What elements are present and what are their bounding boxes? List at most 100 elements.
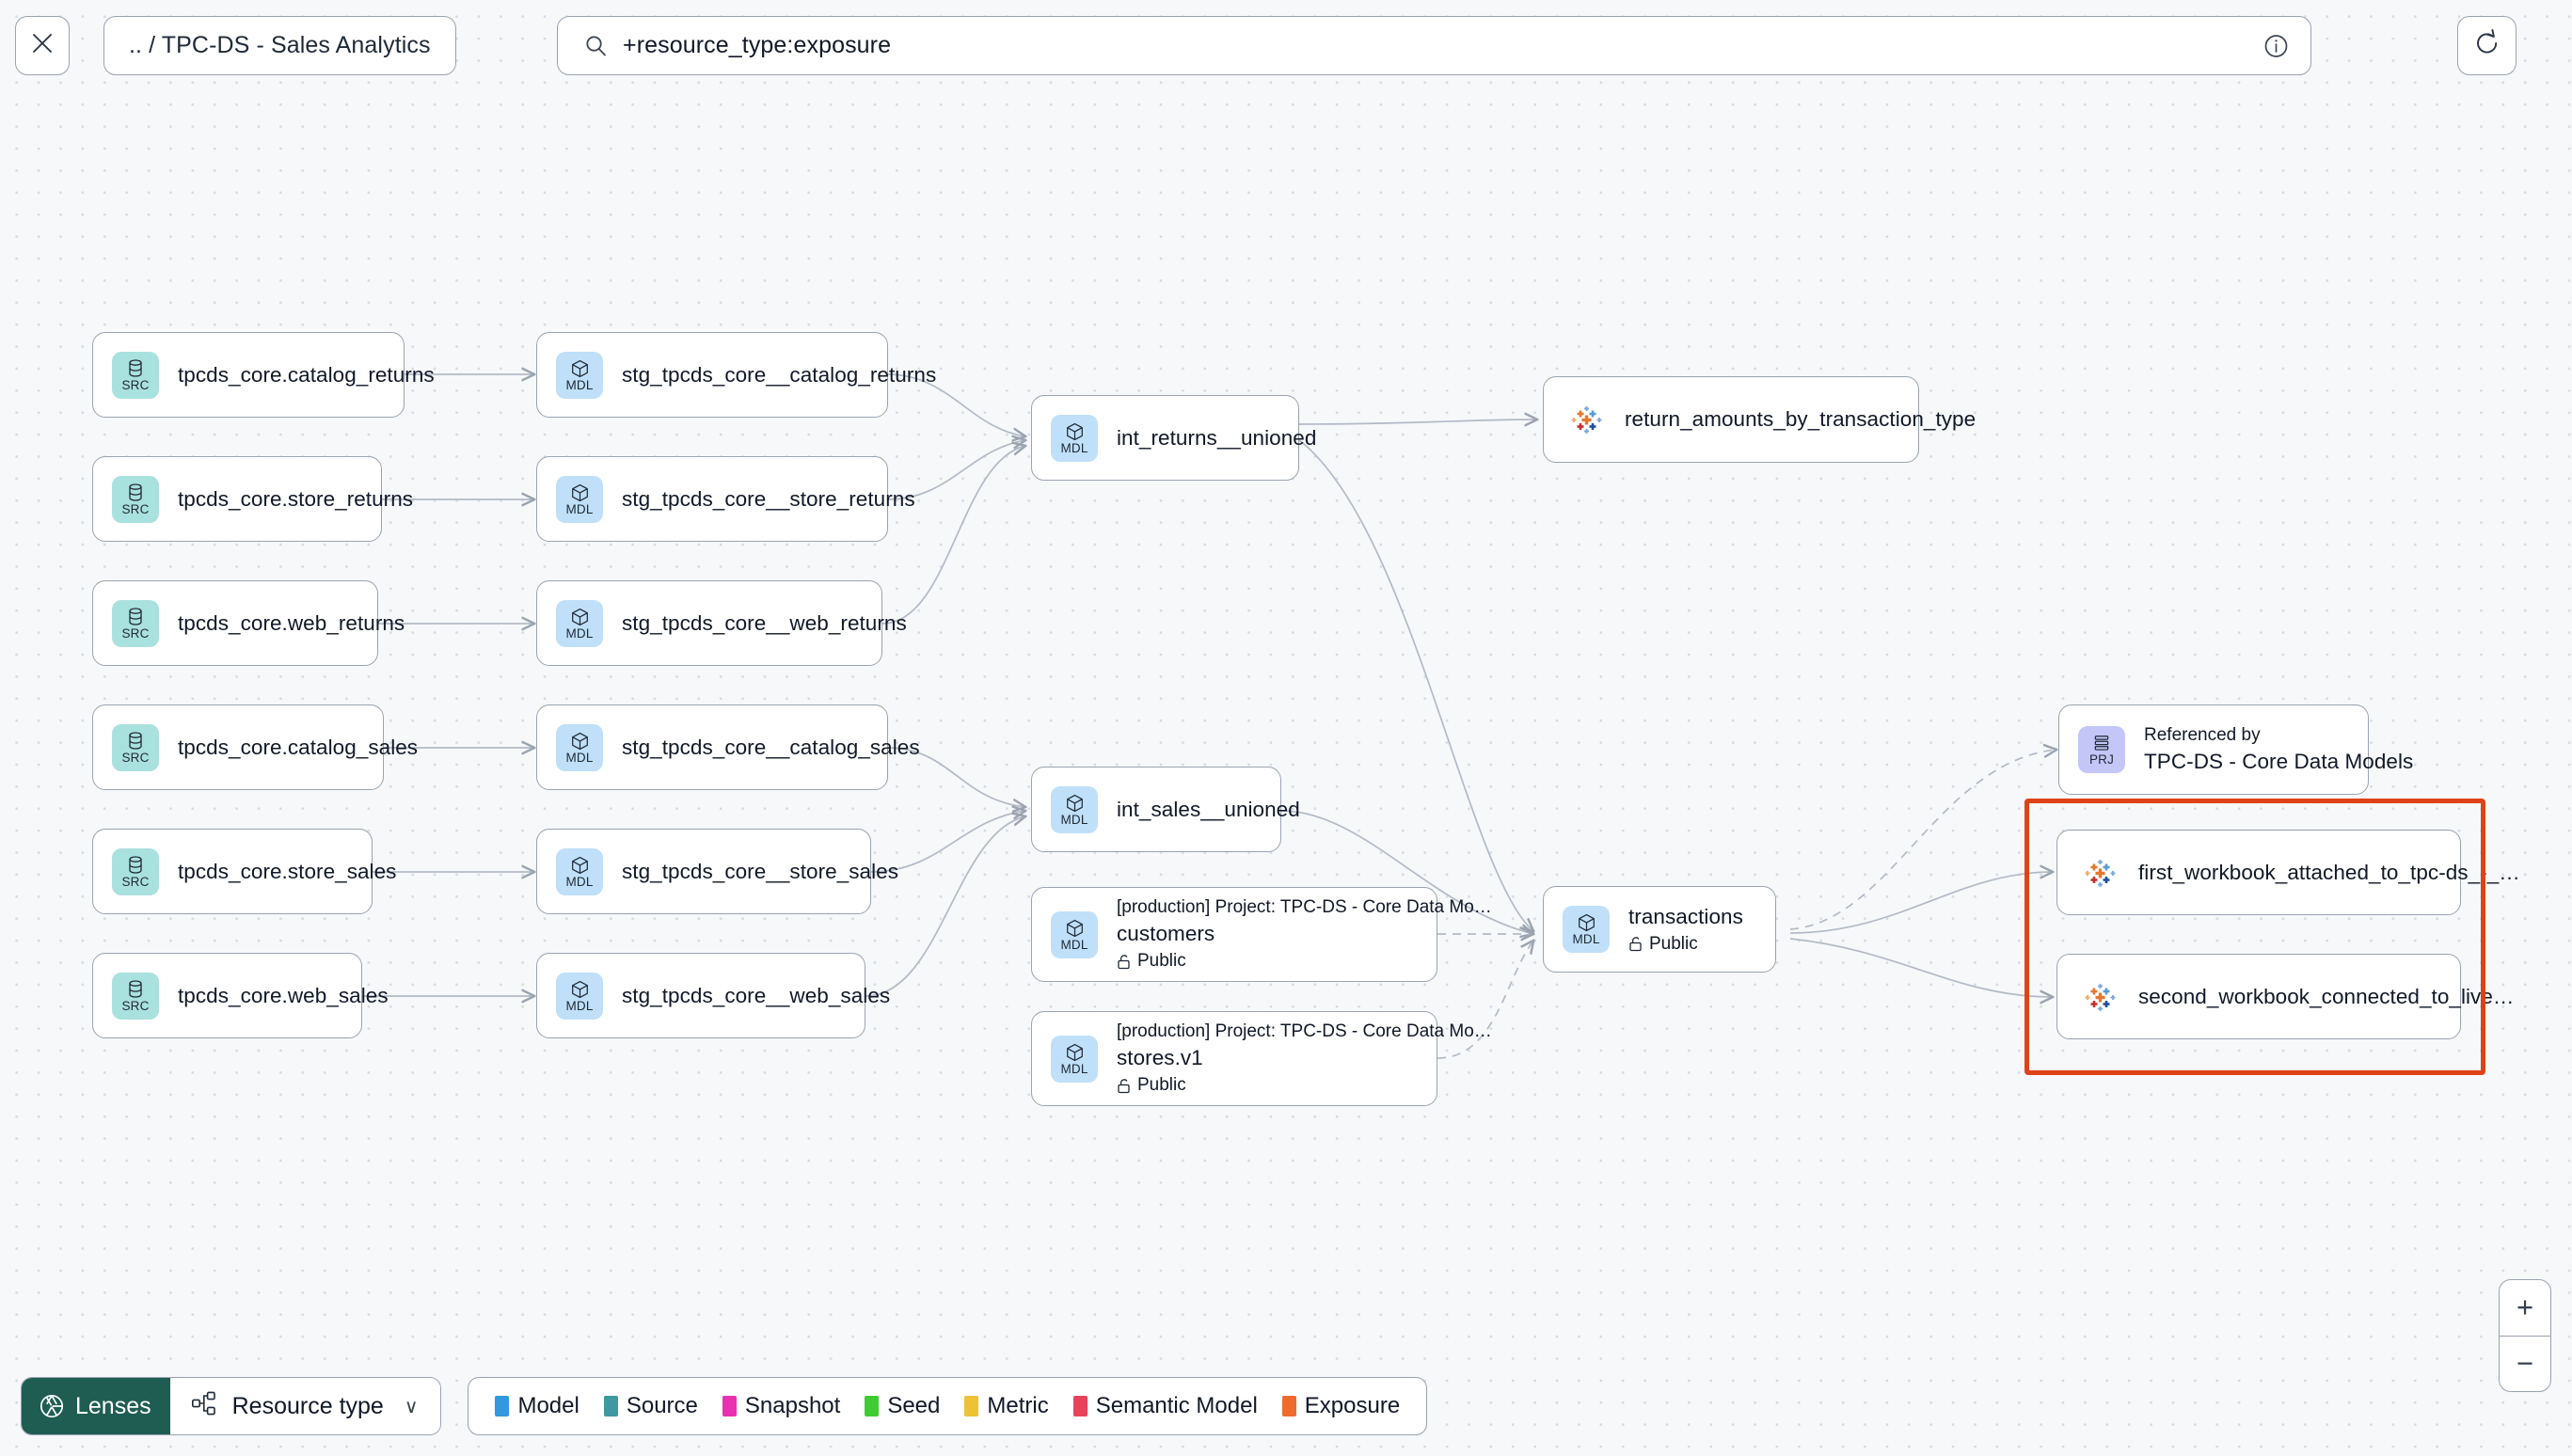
legend-item-seed[interactable]: Seed	[865, 1393, 940, 1419]
node-model[interactable]: MDL stg_tpcds_core__web_returns	[536, 580, 907, 666]
badge-label: SRC	[121, 874, 150, 889]
node-visibility: Public	[1628, 934, 1743, 955]
model-badge: MDL	[556, 972, 603, 1020]
cube-icon	[571, 732, 589, 751]
visibility-label: Public	[1649, 933, 1698, 954]
legend-item-snapshot[interactable]: Snapshot	[722, 1393, 840, 1419]
cube-icon	[1578, 913, 1596, 932]
node-semantic-model[interactable]: MDL [production] Project: TPC-DS - Core …	[1031, 1011, 1492, 1106]
model-badge: MDL	[1563, 906, 1610, 953]
source-badge: SRC	[112, 475, 159, 523]
node-subtitle: Referenced by	[2144, 725, 2261, 745]
node-model[interactable]: MDL stg_tpcds_core__catalog_sales	[536, 704, 920, 790]
unlock-icon	[1117, 954, 1131, 970]
lenses-button[interactable]: Lenses	[22, 1378, 170, 1434]
node-source[interactable]: SRC tpcds_core.catalog_returns	[92, 332, 435, 418]
cube-icon	[1066, 1043, 1084, 1062]
legend-item-exposure[interactable]: Exposure	[1281, 1393, 1400, 1419]
node-source[interactable]: SRC tpcds_core.catalog_sales	[92, 704, 418, 790]
node-title: TPC-DS - Core Data Models	[2144, 750, 2414, 773]
source-badge: SRC	[112, 972, 159, 1020]
legend-item-metric[interactable]: Metric	[964, 1393, 1049, 1419]
node-title: tpcds_core.web_sales	[178, 983, 389, 1007]
zoom-in-button[interactable]: +	[2500, 1280, 2550, 1337]
node-source[interactable]: SRC tpcds_core.web_sales	[92, 953, 389, 1038]
chevron-down-icon: ∨	[404, 1396, 419, 1417]
legend-item-semantic-model[interactable]: Semantic Model	[1072, 1393, 1258, 1419]
node-title: stg_tpcds_core__catalog_sales	[622, 735, 920, 759]
refresh-button[interactable]	[2457, 16, 2516, 75]
project-badge: PRJ	[2078, 726, 2125, 773]
zoom-out-button[interactable]: −	[2516, 1346, 2534, 1380]
node-title: int_returns__unioned	[1117, 425, 1317, 450]
legend-item-model[interactable]: Model	[495, 1393, 579, 1419]
aperture-icon	[39, 1393, 65, 1419]
legend-item-source[interactable]: Source	[603, 1393, 698, 1419]
resource-type-dropdown[interactable]: Resource type ∨	[169, 1378, 441, 1434]
node-model[interactable]: MDL stg_tpcds_core__catalog_returns	[536, 332, 937, 418]
legend-label: Metric	[987, 1393, 1049, 1418]
close-button[interactable]	[15, 16, 70, 75]
lenses-label: Lenses	[75, 1392, 151, 1419]
node-transactions[interactable]: MDL transactions Public	[1543, 886, 1776, 973]
node-model[interactable]: MDL int_returns__unioned	[1031, 395, 1317, 481]
node-title: stg_tpcds_core__store_returns	[622, 486, 915, 511]
legend-panel: Model Source Snapshot Seed Metric Semant…	[468, 1377, 1428, 1435]
model-badge: MDL	[556, 351, 603, 399]
node-visibility: Public	[1117, 1075, 1437, 1096]
breadcrumb[interactable]: .. / TPC-DS - Sales Analytics	[103, 16, 456, 75]
node-exposure[interactable]: second_workbook_connected_to_live…	[2056, 954, 2514, 1039]
badge-label: SRC	[121, 501, 150, 516]
breadcrumb-label: .. / TPC-DS - Sales Analytics	[129, 32, 431, 58]
node-semantic-model[interactable]: MDL [production] Project: TPC-DS - Core …	[1031, 887, 1492, 982]
node-model[interactable]: MDL stg_tpcds_core__web_sales	[536, 953, 890, 1038]
lens-control-group: Lenses Resource type ∨	[21, 1377, 442, 1435]
search-query-text: +resource_type:exposure	[623, 32, 892, 58]
badge-label: SRC	[121, 377, 150, 392]
tableau-icon	[2080, 852, 2121, 894]
tableau-icon	[2080, 976, 2121, 1018]
node-title: int_sales__unioned	[1117, 797, 1300, 821]
badge-label: MDL	[565, 377, 594, 392]
badge-label: MDL	[565, 998, 594, 1013]
search-icon	[584, 34, 608, 57]
visibility-label: Public	[1137, 1075, 1186, 1095]
legend-label: Seed	[887, 1393, 941, 1418]
badge-label: MDL	[1572, 932, 1600, 946]
refresh-icon	[2473, 29, 2501, 62]
database-icon	[127, 607, 144, 626]
cube-icon	[571, 483, 589, 502]
cube-icon	[1066, 422, 1084, 441]
node-title: first_workbook_attached_to_tpc-ds_-_…	[2138, 860, 2520, 884]
badge-label: PRJ	[2088, 752, 2115, 767]
node-title: stg_tpcds_core__catalog_returns	[622, 362, 937, 387]
legend-label: Snapshot	[744, 1393, 841, 1418]
node-model[interactable]: MDL stg_tpcds_core__store_returns	[536, 456, 915, 542]
node-source[interactable]: SRC tpcds_core.store_returns	[92, 456, 413, 542]
node-visibility: Public	[1117, 951, 1437, 972]
legend-label: Source	[626, 1393, 698, 1418]
database-icon	[127, 731, 144, 751]
legend-swatch	[495, 1396, 510, 1416]
node-exposure[interactable]: return_amounts_by_transaction_type	[1543, 376, 1976, 463]
node-source[interactable]: SRC tpcds_core.store_sales	[92, 829, 397, 914]
node-subtitle: [production] Project: TPC-DS - Core Data…	[1117, 1021, 1492, 1041]
node-exposure[interactable]: first_workbook_attached_to_tpc-ds_-_…	[2056, 830, 2520, 915]
model-badge: MDL	[1051, 785, 1098, 833]
legend-swatch	[1072, 1396, 1088, 1416]
node-title: stg_tpcds_core__store_sales	[622, 859, 899, 883]
node-project[interactable]: PRJ Referenced by TPC-DS - Core Data Mod…	[2058, 704, 2414, 795]
info-icon[interactable]	[2262, 32, 2290, 59]
node-model[interactable]: MDL stg_tpcds_core__store_sales	[536, 829, 899, 914]
badge-label: MDL	[565, 750, 594, 765]
node-title: tpcds_core.store_sales	[178, 859, 397, 883]
legend-swatch	[603, 1396, 618, 1416]
search-input[interactable]: +resource_type:exposure	[557, 16, 2311, 75]
bottom-toolbar: Lenses Resource type ∨ Model	[21, 1377, 1428, 1435]
cube-icon	[1066, 794, 1084, 813]
database-icon	[127, 358, 144, 378]
model-badge: MDL	[556, 723, 603, 771]
node-source[interactable]: SRC tpcds_core.web_returns	[92, 580, 405, 666]
node-model[interactable]: MDL int_sales__unioned	[1031, 767, 1300, 852]
